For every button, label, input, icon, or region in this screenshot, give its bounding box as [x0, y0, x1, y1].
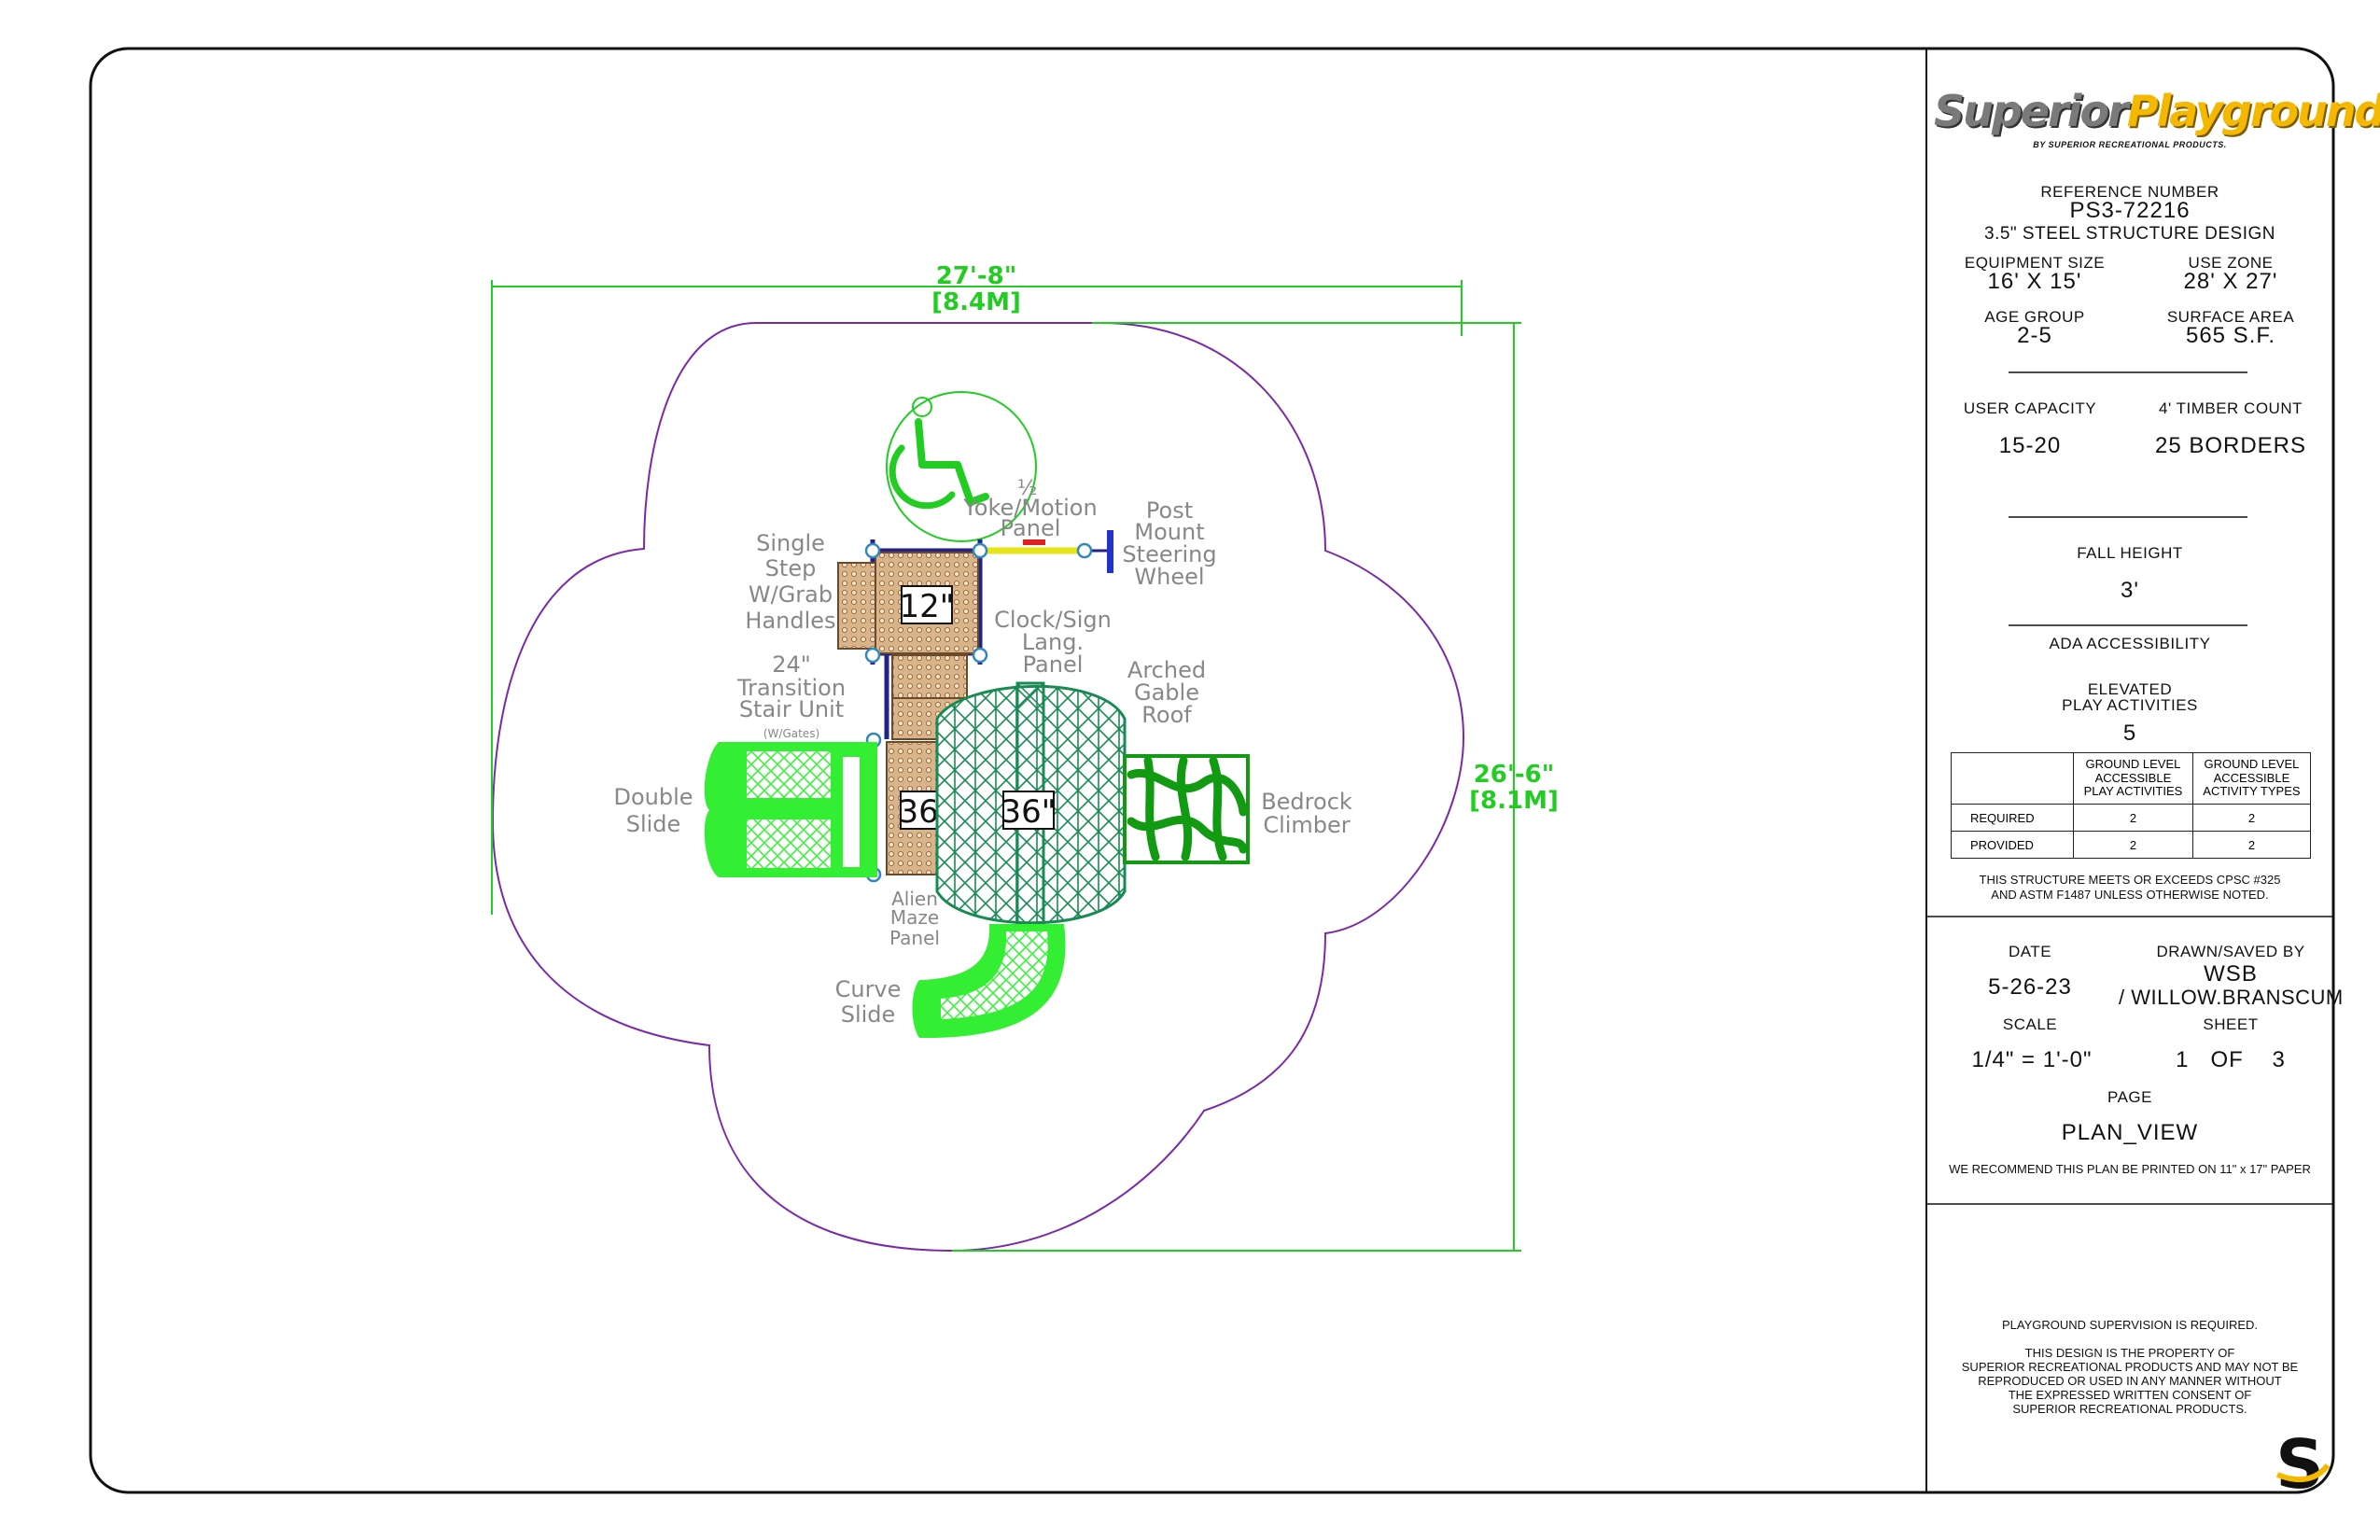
yoke-handle: [1023, 539, 1045, 545]
climber-label-2: Climber: [1263, 812, 1350, 838]
clock-label-2: Lang.: [1022, 629, 1084, 655]
double-slide-label-2: Slide: [626, 811, 681, 837]
page-label: PAGE: [2107, 1088, 2152, 1106]
depth-ft-label: 26'-6": [1474, 761, 1555, 789]
single-step: [837, 562, 876, 650]
s-logo-icon: S: [2275, 1425, 2331, 1504]
curve-slide: [912, 924, 1066, 1038]
scale-value: 1/4" = 1'-0": [1971, 1047, 2093, 1072]
timber-count: 25 BORDERS: [2154, 433, 2307, 458]
company-tagline: BY SUPERIOR RECREATIONAL PRODUCTS.: [2033, 140, 2227, 149]
surface-area: 565 S.F.: [2185, 323, 2276, 348]
clock-label-3: Panel: [1023, 651, 1084, 678]
property-line-2: SUPERIOR RECREATIONAL PRODUCTS AND MAY N…: [1961, 1360, 2299, 1374]
maze-label-2: Maze: [890, 906, 939, 929]
deck-36b-label: 36": [1001, 793, 1057, 831]
steering-label-1: Post: [1146, 497, 1193, 524]
company-logo: SuperiorPlaygrounds: [1934, 86, 2380, 136]
transition-label-2: Transition: [736, 675, 846, 701]
design-type: 3.5" STEEL STRUCTURE DESIGN: [1984, 224, 2275, 244]
sheet-value: 1 OF 3: [2176, 1047, 2286, 1072]
print-note: WE RECOMMEND THIS PLAN BE PRINTED ON 11"…: [1949, 1162, 2311, 1176]
width-dimension: [491, 280, 1463, 915]
single-step-label-1: Single: [756, 530, 825, 556]
drawn-by: WSB: [2204, 961, 2258, 987]
date-value: 5-26-23: [1988, 974, 2072, 1000]
user-capacity-label: USER CAPACITY: [1963, 399, 2097, 417]
fall-height: 3': [2121, 578, 2139, 603]
curve-slide-label-2: Slide: [841, 1001, 896, 1028]
equipment-size: 16' X 15': [1987, 269, 2082, 294]
depth-dimension: [952, 322, 1521, 1252]
scale-label: SCALE: [2002, 1015, 2058, 1033]
yoke-label-2: Panel: [1001, 515, 1061, 541]
steering-label-2: Mount: [1134, 519, 1204, 545]
property-line-4: THE EXPRESSED WRITTEN CONSENT OF: [2008, 1388, 2252, 1402]
use-zone-size: 28' X 27': [2183, 269, 2278, 294]
property-line-1: THIS DESIGN IS THE PROPERTY OF: [2024, 1346, 2235, 1360]
steering-label-4: Wheel: [1134, 564, 1204, 590]
table-row: PROVIDED 2 2: [1951, 831, 2312, 859]
transition-note-label: (W/Gates): [763, 727, 819, 740]
fall-height-label: FALL HEIGHT: [2077, 544, 2183, 562]
elevated-label-1: ELEVATED: [2087, 680, 2173, 698]
single-step-label-4: Handles: [745, 608, 835, 634]
maze-label-1: Alien: [891, 888, 938, 910]
maze-label-3: Panel: [889, 927, 940, 949]
supervision-note: PLAYGROUND SUPERVISION IS REQUIRED.: [2001, 1318, 2259, 1332]
drawn-by-label: DRAWN/SAVED BY: [2156, 943, 2305, 960]
single-step-label-3: W/Grab: [749, 581, 833, 608]
roof-label-1: Arched: [1127, 657, 1206, 683]
ada-label: ADA ACCESSIBILITY: [2049, 635, 2211, 652]
width-m-label: [8.4M]: [931, 288, 1021, 316]
transition-label-1: 24": [772, 651, 811, 678]
use-zone-outline: [491, 322, 1465, 1253]
elevated-label-2: PLAY ACTIVITIES: [2062, 696, 2198, 714]
reference-label: REFERENCE NUMBER: [2040, 183, 2219, 201]
equipment-size-label: EQUIPMENT SIZE: [1964, 254, 2106, 272]
depth-m-label: [8.1M]: [1469, 787, 1559, 815]
sheet-label: SHEET: [2203, 1015, 2259, 1033]
roof-label-2: Gable: [1134, 679, 1199, 706]
compliance-line-2: AND ASTM F1487 UNLESS OTHERWISE NOTED.: [1991, 888, 2269, 902]
deck-12-label: 12": [900, 588, 955, 625]
surface-area-label: SURFACE AREA: [2166, 308, 2295, 326]
age-group-label: AGE GROUP: [1984, 308, 2085, 326]
svg-text:S: S: [2275, 1425, 2324, 1504]
double-slide-label-1: Double: [613, 784, 693, 810]
clock-label-1: Clock/Sign: [994, 607, 1112, 633]
curve-slide-label-1: Curve: [835, 976, 902, 1002]
steering-label-3: Steering: [1122, 541, 1216, 567]
use-zone-label: USE ZONE: [2188, 254, 2274, 272]
saved-by: / WILLOW.BRANSCUM: [2119, 986, 2344, 1009]
accessibility-icon: [886, 391, 1037, 542]
user-capacity: 15-20: [1998, 433, 2062, 458]
sheet-border: [89, 47, 2335, 1494]
age-group: 2-5: [2017, 323, 2052, 348]
width-ft-label: 27'-8": [936, 262, 1017, 290]
reference-number: PS3-72216: [2069, 198, 2191, 223]
page-value: PLAN_VIEW: [2061, 1120, 2199, 1145]
bedrock-climber: [1123, 754, 1250, 864]
climber-label-1: Bedrock: [1261, 789, 1352, 815]
yoke-fraction-label: ½: [1017, 477, 1037, 500]
timber-count-label: 4' TIMBER COUNT: [2158, 399, 2303, 417]
property-line-5: SUPERIOR RECREATIONAL PRODUCTS.: [2012, 1402, 2247, 1416]
single-step-label-2: Step: [765, 555, 817, 581]
compliance-line-1: THIS STRUCTURE MEETS OR EXCEEDS CPSC #32…: [1979, 873, 2281, 887]
property-line-3: REPRODUCED OR USED IN ANY MANNER WITHOUT: [1978, 1374, 2282, 1388]
yoke-label-1: Yoke/Motion: [962, 495, 1097, 521]
double-slide: [704, 742, 877, 877]
date-label: DATE: [2008, 943, 2052, 960]
table-row: REQUIRED 2 2: [1951, 804, 2312, 832]
table-corner: [1951, 752, 2074, 805]
roof-label-3: Roof: [1141, 702, 1192, 728]
elevated-count: 5: [2122, 721, 2137, 746]
transition-label-3: Stair Unit: [739, 696, 844, 722]
